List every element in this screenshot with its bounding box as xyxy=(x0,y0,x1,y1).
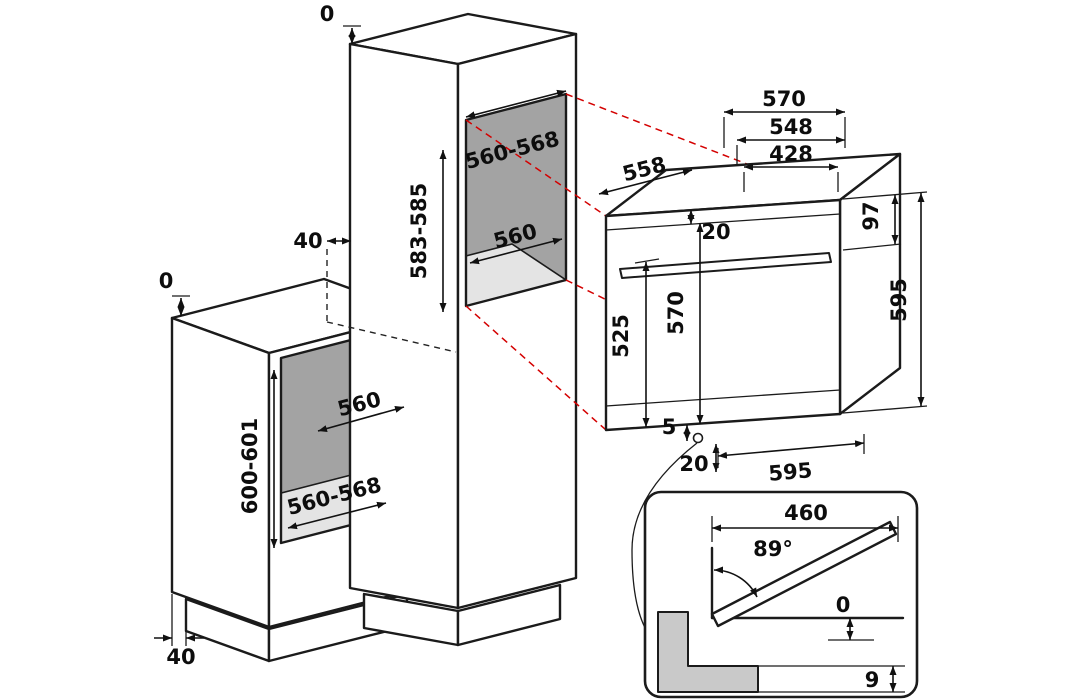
dim-tall-top-gap: 0 xyxy=(320,2,361,44)
dim-left-top-gap: 0 xyxy=(159,269,190,316)
hidden-guides xyxy=(326,249,457,353)
dim-line xyxy=(287,501,387,530)
dim-label-oven-depth-body: 548 xyxy=(769,115,813,139)
open-door xyxy=(710,520,898,628)
tall-cabinet-front-face xyxy=(348,42,460,610)
detail-callout-leader xyxy=(631,442,698,637)
dim-label-left-niche-height: 600-601 xyxy=(238,418,262,514)
dim-label-tall-top-gap: 0 xyxy=(320,2,335,26)
detail-view: 460 89° 0 9 xyxy=(643,490,919,699)
dim-oven-height: 595 xyxy=(842,193,928,414)
dashed-guide-diagonal xyxy=(326,321,457,353)
dim-line xyxy=(598,168,693,196)
dim-label-oven-width: 595 xyxy=(768,458,814,486)
dim-label-detail-clearance-zero: 0 xyxy=(836,593,851,617)
dim-detail-clearance-bottom: 9 xyxy=(865,666,897,692)
extension-line xyxy=(842,405,928,414)
dim-label-oven-depth-total: 570 xyxy=(762,87,806,111)
dim-label-oven-depth-inner: 428 xyxy=(769,142,813,166)
dim-detail-door-length: 460 xyxy=(711,501,899,542)
dim-oven-depth-body: 548 xyxy=(736,115,845,166)
oven-control-panel-line xyxy=(605,213,841,231)
detail-callout-marker xyxy=(692,432,704,444)
dim-label-oven-front-height: 570 xyxy=(664,291,688,335)
oven xyxy=(604,152,902,637)
dim-label-tall-side-gap: 40 xyxy=(293,229,322,253)
dim-oven-depth-total: 570 xyxy=(723,87,846,148)
oven-door-handle xyxy=(619,252,832,279)
dim-oven-door-height: 525 xyxy=(609,258,660,427)
dim-line xyxy=(317,406,405,432)
dim-label-detail-angle: 89° xyxy=(753,537,793,561)
extension-line xyxy=(842,191,928,200)
dim-tall-side-gap: 40 xyxy=(293,229,351,253)
dim-label-detail-door-length: 460 xyxy=(784,501,828,525)
tall-cabinet xyxy=(348,12,578,647)
dim-oven-bottom-inset: 20 xyxy=(679,444,720,476)
dim-oven-top-inset: 20 xyxy=(687,210,731,244)
tall-cabinet-plinth-side xyxy=(456,583,562,647)
dim-label-left-plinth-recess: 40 xyxy=(166,645,195,669)
dim-oven-width: 595 xyxy=(717,434,865,486)
projection-line-top-left xyxy=(465,119,607,217)
dim-line xyxy=(717,440,865,459)
dim-label-oven-panel-height: 97 xyxy=(859,201,883,230)
dim-label-oven-door-height: 525 xyxy=(609,314,633,358)
dim-detail-clearance-zero: 0 xyxy=(828,593,874,641)
dim-label-tall-niche-height: 583-585 xyxy=(407,183,431,279)
dim-oven-panel-height: 97 xyxy=(842,191,928,251)
dim-oven-floor-gap: 5 xyxy=(662,415,691,441)
dim-label-detail-clearance-bottom: 9 xyxy=(865,668,880,692)
dim-oven-front-height: 570 xyxy=(664,223,704,424)
extension-line xyxy=(842,243,902,251)
dim-line xyxy=(469,237,563,265)
dim-left-plinth-recess: 40 xyxy=(154,594,204,669)
dim-tall-niche-height: 583-585 xyxy=(407,150,447,312)
dim-label-oven-bottom-inset: 20 xyxy=(679,452,708,476)
dim-label-oven-floor-gap: 5 xyxy=(662,415,677,439)
dim-left-niche-height: 600-601 xyxy=(238,370,278,548)
dim-label-left-top-gap: 0 xyxy=(159,269,174,293)
dim-label-oven-top-inset: 20 xyxy=(701,220,730,244)
dim-label-oven-height: 595 xyxy=(887,278,911,322)
dim-oven-depth-inner: 428 xyxy=(743,142,839,192)
dim-line xyxy=(465,89,567,119)
angle-arc xyxy=(713,566,758,598)
extension-tick xyxy=(634,258,660,264)
